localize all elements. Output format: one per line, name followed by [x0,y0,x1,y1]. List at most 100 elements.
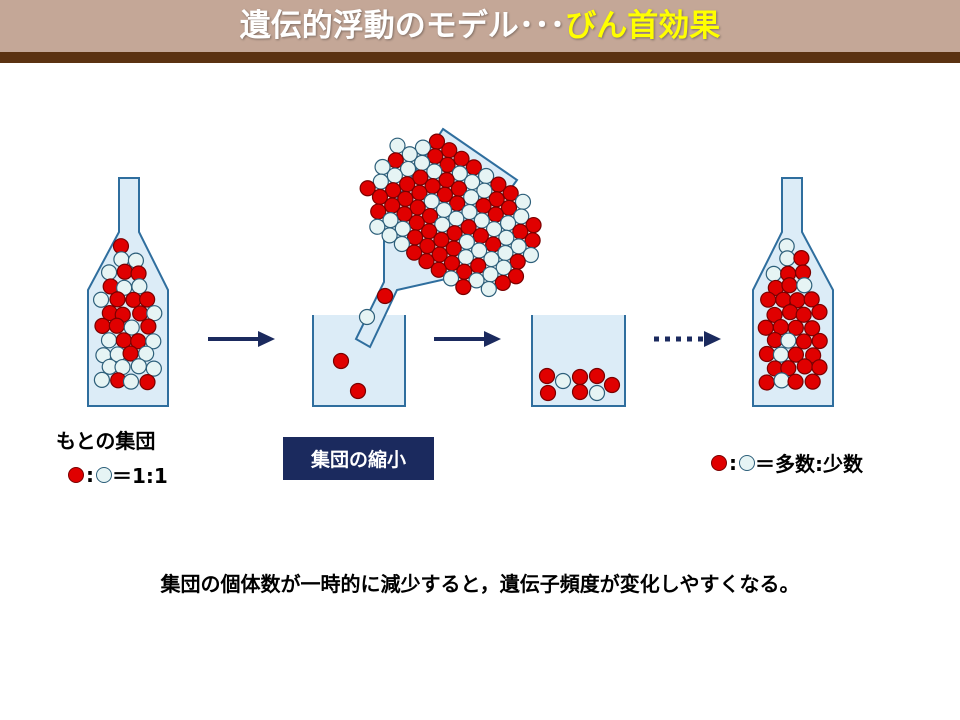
red-bead [787,346,805,363]
white-bead [381,227,398,244]
original-population-label: もとの集団 [56,429,156,453]
white-bead [393,235,410,253]
red-bead [455,278,472,296]
red-bead [507,268,525,285]
white-bead [796,277,813,294]
white-bead [772,346,790,363]
white-bead [779,250,796,267]
red-bead [109,291,126,308]
white-bead [468,272,485,289]
red-bead [406,244,423,261]
white-bead [554,372,572,390]
white-bead [780,332,797,349]
beads-original [92,238,163,391]
white-bead [122,373,140,390]
white-bead [522,246,540,264]
white-bead [92,291,110,308]
white-bead [145,333,162,350]
red-bead [811,332,828,350]
arrow-1 [208,331,275,347]
red-bead [139,291,156,308]
arrow-2 [434,331,501,347]
red-bead [349,382,367,400]
ratio-colon: : [86,462,94,487]
result-ratio: : ＝多数:少数 [711,448,863,477]
red-bead [804,373,821,390]
white-bead [123,319,140,336]
red-bead [538,367,556,385]
red-bead [140,318,157,335]
title-main: 遺伝的浮動のモデル･･･ [239,8,566,44]
red-bead [376,287,394,305]
red-bead [803,291,820,308]
title-bar [0,0,960,52]
red-bead [588,367,606,385]
red-bead-icon [711,454,727,471]
red-bead [795,333,813,350]
beads-result [757,238,828,391]
white-bead [100,264,118,281]
white-bead [514,193,532,210]
red-bead [781,304,799,321]
arrow-dotted [654,331,721,347]
white-bead [146,305,163,322]
white-bead [588,384,606,402]
red-bead [811,359,828,376]
red-bead [418,253,435,270]
title-highlight: びん首効果 [565,8,721,44]
red-bead [793,250,810,267]
red-bead [125,291,142,308]
white-bead [442,270,460,287]
white-bead [100,332,118,349]
explanation-text: 集団の個体数が一時的に減少すると，遺伝子頻度が変化しやすくなる。 [160,572,800,596]
white-bead [131,278,148,295]
beaker-reduction [312,315,406,407]
white-bead [93,371,111,388]
red-bead [359,180,376,197]
red-bead [108,317,125,334]
red-bead [132,305,149,322]
red-bead [780,360,797,377]
red-bead [811,303,828,321]
red-bead [332,352,350,370]
white-bead-icon [739,454,755,471]
original-ratio: : ＝1:1 [68,460,168,489]
original-ratio-value: ＝1:1 [112,464,168,488]
red-bead [571,383,589,401]
slide-title: 遺伝的浮動のモデル･･･びん首効果 [0,2,960,50]
red-bead-icon [68,466,84,483]
result-ratio-value: ＝多数:少数 [755,452,863,476]
red-bead [758,374,775,391]
white-bead [138,345,155,362]
red-bead [758,345,776,363]
red-bead [603,376,621,394]
white-bead [765,265,782,282]
red-bead [509,253,526,270]
red-bead [122,345,139,362]
red-bead [781,277,798,294]
title-underline [0,52,960,63]
red-bead [787,319,804,336]
red-bead [116,263,133,280]
red-bead [571,368,589,386]
red-bead [760,291,777,308]
white-bead [480,280,497,298]
beads-survivors [538,367,621,402]
red-bead [430,261,447,278]
red-bead [539,384,557,402]
red-bead [796,358,813,375]
red-bead [787,373,804,390]
shrink-label: 集団の縮小 [283,437,434,480]
red-bead [94,317,111,335]
red-bead [494,274,511,292]
white-bead [358,308,376,326]
white-bead [773,372,790,389]
white-bead [369,218,386,235]
red-bead [139,374,156,391]
red-bead [766,331,784,349]
red-bead [804,320,821,337]
red-bead [524,232,541,249]
white-bead [145,360,162,377]
white-bead-icon [96,466,112,483]
